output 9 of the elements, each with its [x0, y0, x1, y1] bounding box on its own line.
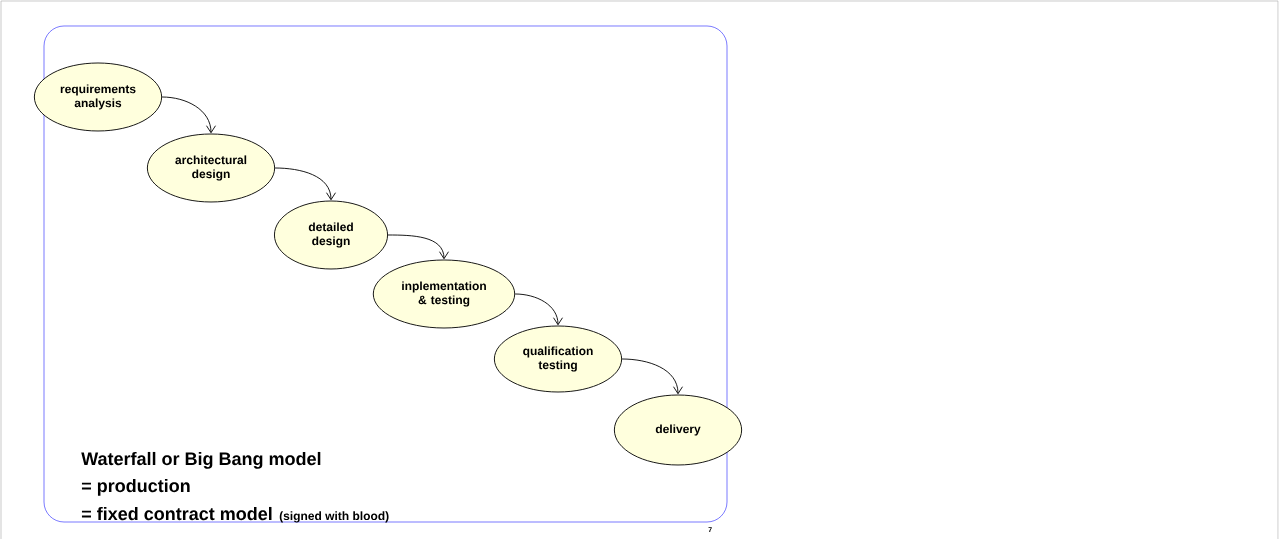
arrow [621, 358, 683, 395]
arrow [161, 96, 216, 134]
caption-line: = production [81, 478, 190, 496]
arrow [274, 167, 336, 201]
arrow [514, 293, 563, 326]
arrow [387, 234, 449, 260]
caption-line: Waterfall or Big Bang model [81, 451, 321, 469]
caption-line: = fixed contract model [81, 506, 272, 521]
note-text: (signed with blood) [279, 511, 389, 523]
